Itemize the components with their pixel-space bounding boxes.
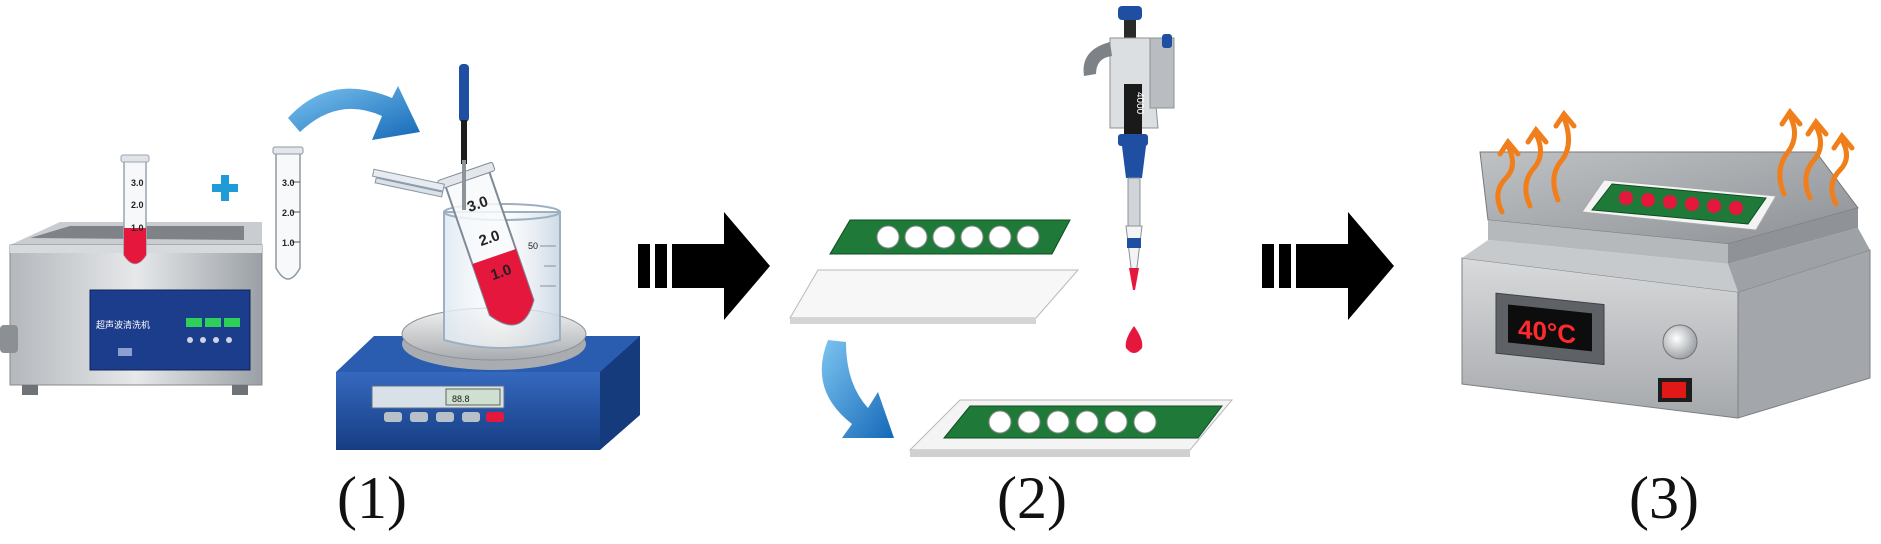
temperature-display: 40°C — [1518, 314, 1576, 350]
process-arrow-icon — [638, 212, 770, 320]
red-droplet — [1125, 326, 1143, 353]
tube3-mark-1: 1.0 — [489, 261, 514, 284]
curved-arrow-icon — [821, 340, 894, 438]
curved-arrow-icon — [288, 86, 420, 140]
cleaner-panel-text: 超声波清洗机 — [96, 319, 150, 330]
tube3-mark-3: 3.0 — [465, 193, 490, 216]
stirrer-display: 88.8 — [452, 394, 470, 404]
electrode-on-slide — [908, 399, 1234, 457]
electrode-on-heater — [1581, 179, 1777, 231]
beaker-scale: 50 — [528, 241, 538, 251]
ultrasonic-cleaner: 超声波清洗机 — [0, 222, 263, 395]
process-arrow-icon — [1262, 212, 1394, 320]
empty-tube: 3.0 2.0 1.0 — [272, 146, 304, 280]
heat-wave-icon — [1495, 109, 1577, 215]
red-liquid — [124, 228, 146, 264]
step-3-label: (3) — [1629, 465, 1699, 531]
tube3-mark-2: 2.0 — [477, 227, 502, 250]
heater-knob — [1662, 324, 1698, 360]
step-1-label: (1) — [337, 465, 407, 531]
tube1-mark-3: 3.0 — [131, 178, 144, 188]
glass-slide-blank — [789, 269, 1080, 324]
tube2-mark-3: 3.0 — [282, 178, 295, 188]
tube1-mark-2: 2.0 — [131, 200, 144, 210]
pipette-counter: 4000 — [1134, 92, 1145, 115]
electrode-strip-top — [829, 219, 1071, 255]
sample-tube-red: 3.0 2.0 1.0 — [120, 154, 150, 265]
heat-wave-icon — [1777, 107, 1855, 207]
plus-icon — [212, 175, 238, 201]
tube1-mark-1: 1.0 — [131, 223, 144, 233]
tube2-mark-1: 1.0 — [282, 238, 295, 248]
homogenizer-probe — [459, 64, 469, 210]
tube2-mark-2: 2.0 — [282, 208, 295, 218]
step-2-label: (2) — [997, 465, 1067, 531]
centrifuge-tube-in-beaker: 3.0 2.0 1.0 — [371, 161, 535, 326]
micropipette: 4000 — [1083, 6, 1175, 353]
